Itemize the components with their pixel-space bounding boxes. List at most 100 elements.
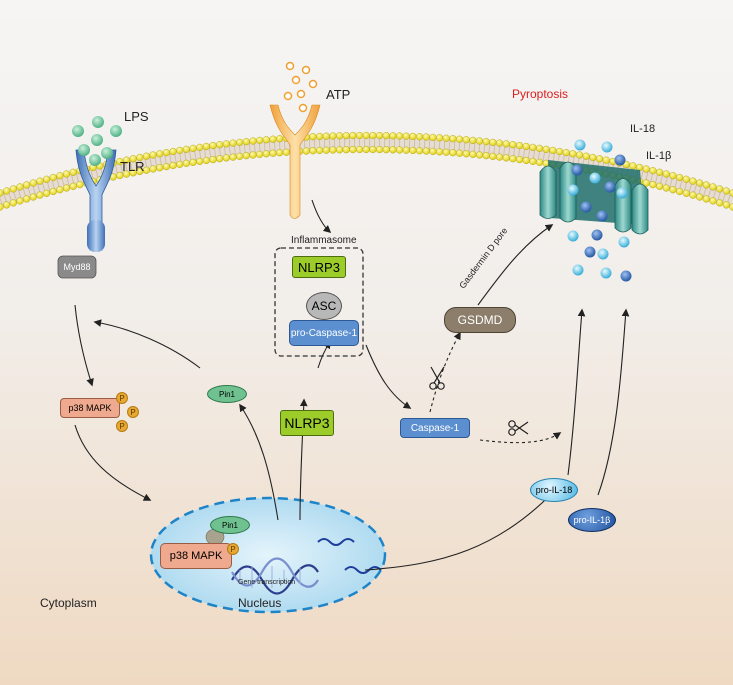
lipid-head: [555, 147, 564, 156]
phospho-badge: P: [127, 406, 139, 418]
tlr-receptor: [75, 149, 117, 252]
tlr-label: TLR: [120, 159, 145, 174]
lipid-head: [216, 141, 224, 149]
lipid-head: [242, 152, 250, 160]
lipid-head: [542, 145, 550, 153]
lipid-head: [515, 141, 524, 150]
lipid-head: [69, 168, 77, 176]
lipid-head: [229, 139, 237, 147]
lipid-head: [335, 132, 344, 140]
pro-il18-node: pro-IL-18: [530, 478, 578, 502]
lipid-head: [589, 153, 597, 162]
lipid-head: [322, 132, 330, 140]
lipid-head: [76, 181, 84, 189]
pro-caspase1-node: pro-Caspase-1: [289, 320, 359, 346]
lipid-head: [56, 172, 64, 180]
lipid-head: [262, 150, 270, 158]
lipid-head: [316, 132, 324, 141]
p38-mapk-cytoplasm: p38 MAPK: [60, 398, 120, 418]
lipid-head: [709, 183, 717, 191]
lipid-head: [482, 138, 490, 146]
lipid-head: [222, 154, 230, 162]
lipid-head: [149, 151, 157, 159]
lipid-head: [202, 142, 210, 151]
lipid-head: [656, 168, 664, 176]
il1b-particles: [571, 154, 632, 282]
lipid-head: [355, 131, 364, 140]
lipid-head: [435, 134, 444, 142]
lipid-head: [702, 195, 710, 203]
inflammasome-label: Inflammasome: [291, 235, 357, 246]
lipid-head: [649, 167, 657, 175]
lipid-head: [515, 155, 524, 164]
lipid-head: [249, 137, 257, 145]
lipid-head: [42, 189, 51, 197]
lipid-head: [535, 144, 544, 152]
lipid-head: [229, 153, 237, 161]
lipid-head: [256, 136, 264, 144]
myd88-node: [57, 255, 97, 279]
lipid-head: [169, 161, 177, 170]
lipid-head: [395, 132, 404, 140]
lipid-head: [602, 156, 610, 164]
lipid-head: [196, 143, 204, 151]
lipid-head: [375, 131, 384, 140]
lipid-head: [149, 165, 157, 173]
lipid-head: [502, 154, 510, 162]
lipid-head: [689, 177, 697, 185]
lipid-head: [262, 136, 270, 144]
lipid-head: [209, 141, 217, 150]
lipid-head: [402, 132, 410, 140]
p38-mapk-nucleus: p38 MAPK: [160, 543, 232, 569]
nucleus-membrane: [149, 496, 387, 614]
lipid-head: [162, 163, 171, 171]
lipid-head: [23, 181, 31, 189]
lipid-head: [662, 170, 670, 178]
lipid-head: [415, 133, 424, 141]
lipid-head: [449, 149, 457, 157]
lipid-head: [36, 177, 44, 185]
lipid-head: [535, 158, 544, 166]
lipid-head: [495, 139, 504, 147]
lipid-head: [682, 175, 690, 183]
lipid-head: [16, 197, 24, 205]
phospho-badge: P: [227, 543, 239, 555]
lipid-head: [449, 135, 457, 143]
lipid-head: [156, 150, 164, 158]
lipid-head: [375, 145, 384, 154]
lipid-head: [682, 189, 690, 197]
lipid-head: [462, 150, 470, 158]
lipid-head: [429, 133, 437, 142]
gsdmd-node: GSDMD: [444, 307, 516, 333]
nucleus-label: Nucleus: [238, 596, 282, 610]
lipid-head: [562, 149, 570, 157]
lipid-head: [422, 147, 430, 155]
lipid-head: [49, 187, 57, 196]
lipid-head: [176, 146, 184, 155]
lipid-head: [429, 147, 437, 156]
lipid-head: [569, 150, 577, 158]
lipid-head: [9, 199, 17, 207]
lipid-head: [196, 157, 204, 165]
lipid-head: [716, 199, 724, 207]
lipid-head: [649, 181, 657, 189]
lipid-head: [69, 182, 77, 190]
lipid-head: [209, 155, 217, 164]
lipid-head: [29, 193, 37, 201]
lipid-head: [716, 185, 724, 193]
lipid-head: [329, 146, 337, 154]
lipid-head: [156, 164, 164, 172]
lipid-head: [282, 148, 290, 156]
lipid-head: [362, 145, 370, 154]
lipid-head: [162, 149, 171, 157]
il18-label: IL-18: [630, 123, 656, 135]
lipid-head: [369, 145, 377, 154]
lipid-head: [642, 165, 650, 173]
lipid-head: [29, 179, 37, 187]
lipid-head: [469, 136, 477, 144]
lipid-head: [276, 135, 284, 143]
nlrp3-inflammasome: NLRP3: [292, 256, 346, 278]
lipid-head: [49, 173, 57, 182]
